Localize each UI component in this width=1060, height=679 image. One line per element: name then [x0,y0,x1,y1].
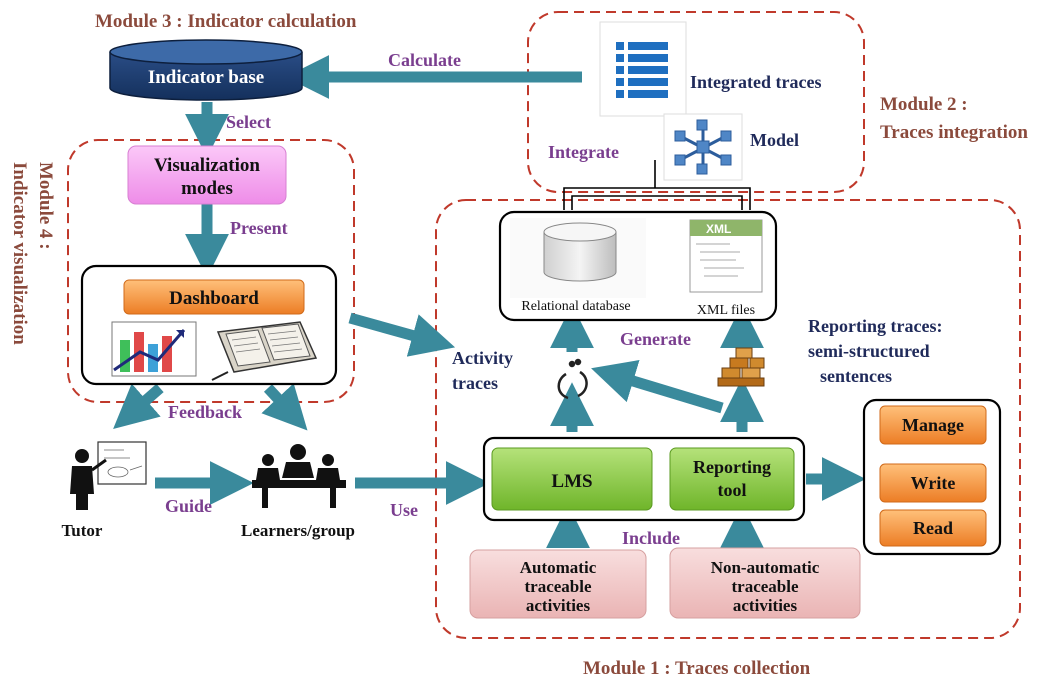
module-2-label-1: Module 2 : [880,94,968,115]
integrate-connector [563,160,751,210]
activity-traces-label-1: Activity [452,348,513,368]
lms-container: LMS Reporting tool [482,436,806,522]
indicator-base-node: Indicator base [109,39,303,101]
visualization-label-1: Visualization [154,155,260,176]
edge-guide: Guide [165,496,212,516]
binder-icon [211,321,318,381]
model-label: Model [750,130,799,150]
edge-select: Select [226,112,271,132]
storage-container: Relational database XML XML files [498,210,778,322]
lms-label: LMS [551,471,592,492]
reporting-label-1: Reporting [693,457,771,477]
dashboard-node: Dashboard [80,264,338,386]
write-label: Write [911,473,956,493]
manage-node [879,405,987,445]
bar-chart-icon [111,321,197,377]
non-automatic-activities-node: Non-automatic traceable activities [669,547,861,619]
reporting-traces-label-3: sentences [820,366,892,386]
edge-feedback: Feedback [168,402,242,422]
xml-files-label: XML files [697,303,755,318]
reporting-label-2: tool [718,480,747,500]
module-4-label: Module 4 : Indicator visualization [9,162,56,345]
nonauto-label-2: traceable [731,577,798,596]
model-node: Model [663,113,799,181]
database-cylinder-icon [510,218,646,298]
module-3-label: Module 3 : Indicator calculation [95,11,357,32]
reporting-tool-node [669,447,795,511]
learners-node: Learners/group [241,444,355,540]
visualization-label-2: modes [181,178,233,199]
edge-generate: Generate [620,329,691,349]
activity-traces-label-2: traces [452,373,498,393]
integrated-traces-label: Integrated traces [690,72,821,92]
reporting-traces-label-1: Reporting traces: [808,316,942,336]
arrow-dashboard-activity [348,312,456,357]
read-label: Read [913,518,953,538]
automatic-activities-node: Automatic traceable activities [469,549,647,619]
tutor-node: Tutor [62,441,147,540]
write-node [879,463,987,503]
module-4-label-1: Module 4 : [35,162,56,250]
edge-use: Use [390,500,418,520]
arrow-reporting-footprint [591,359,724,414]
bricks-icon [717,347,765,387]
lms-node [491,447,653,511]
module-1-region [435,199,1021,639]
module-4-label-2: Indicator visualization [9,162,30,345]
teacher-icon [70,441,147,510]
learners-icon [252,444,346,508]
auto-label-3: activities [526,596,591,615]
edge-calculate: Calculate [388,50,461,70]
arrow-feedback-tutor [113,383,164,430]
manage-label: Manage [902,415,964,435]
auto-label-1: Automatic [520,558,597,577]
actions-container: Manage Write Read [862,398,1002,556]
module-2-region [527,11,865,193]
integrated-traces-node: Integrated traces [599,21,821,117]
visualization-modes-node: Visualization modes [127,145,287,205]
nonauto-label-1: Non-automatic [711,558,820,577]
arrow-feedback-learners [261,383,308,431]
edge-integrate: Integrate [548,142,619,162]
cube-model-icon [674,119,732,175]
nonauto-label-3: activities [733,596,798,615]
auto-label-2: traceable [524,577,591,596]
footprint-icon [557,358,588,400]
edge-include: Include [622,528,680,548]
read-node [879,509,987,547]
relational-db-label: Relational database [521,299,630,314]
learners-label: Learners/group [241,521,355,540]
xml-icon-text: XML [706,222,731,236]
indicator-base-label: Indicator base [148,67,264,88]
edge-present: Present [230,218,288,238]
xml-file-icon: XML [689,219,763,293]
dashboard-label: Dashboard [169,288,259,309]
list-icon [616,42,668,98]
module-1-label: Module 1 : Traces collection [583,658,811,679]
reporting-traces-label-2: semi-structured [808,341,930,361]
tutor-label: Tutor [62,521,103,540]
module-2-label-2: Traces integration [880,122,1028,143]
